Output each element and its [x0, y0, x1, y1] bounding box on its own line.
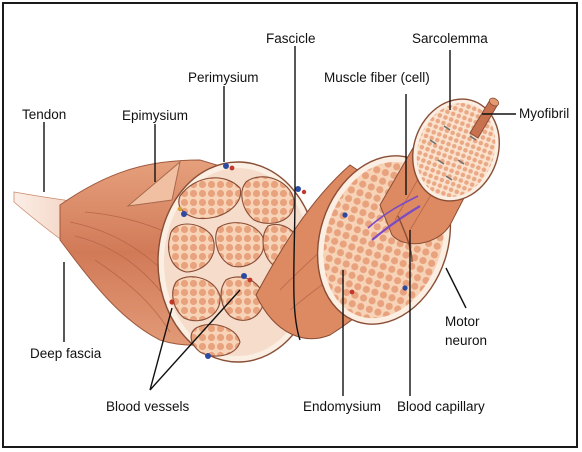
label-tendon: Tendon	[22, 107, 66, 122]
myofibril-rod	[469, 97, 500, 139]
label-deep-fascia: Deep fascia	[30, 346, 102, 361]
label-epimysium: Epimysium	[122, 108, 188, 123]
label-sarcolemma: Sarcolemma	[412, 31, 488, 46]
label-blood-capillary: Blood capillary	[397, 399, 485, 414]
epimysium-flap	[126, 160, 181, 207]
label-myofibril: Myofibril	[519, 106, 569, 121]
label-fascicle: Fascicle	[266, 31, 316, 46]
leader-lines	[43, 46, 516, 396]
nerve-capillary	[367, 195, 421, 263]
label-endomysium: Endomysium	[303, 399, 381, 414]
label-perimysium: Perimysium	[188, 70, 259, 85]
blood-vessel-dots	[169, 163, 307, 359]
label-muscle-fiber: Muscle fiber (cell)	[324, 70, 430, 85]
label-neuron: neuron	[445, 333, 487, 348]
label-blood-vessels: Blood vessels	[106, 399, 190, 414]
label-motor: Motor	[445, 314, 480, 329]
